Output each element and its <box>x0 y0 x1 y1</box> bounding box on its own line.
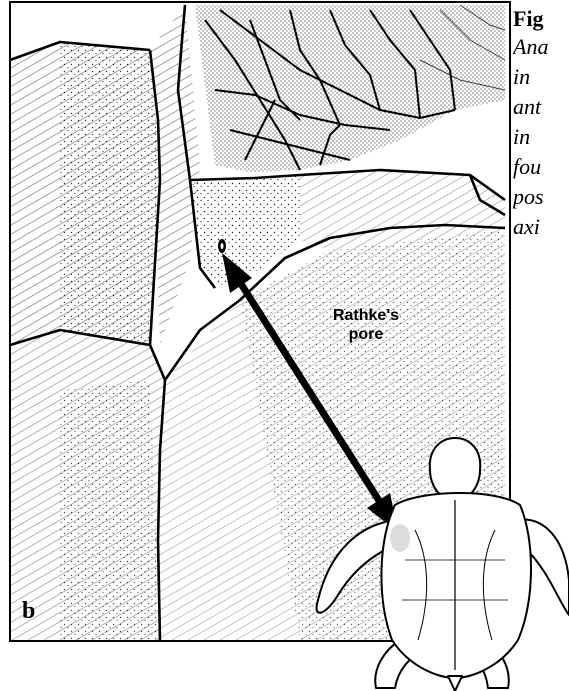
caption-title: Fig <box>513 6 569 32</box>
scute-left-lower-stipple <box>60 380 160 641</box>
label-line-1: Rathke's <box>318 306 414 325</box>
turtle-carapace <box>381 493 531 678</box>
figure-caption: Fig Ana in ant in fou pos axi <box>513 6 569 242</box>
panel-letter: b <box>22 598 35 625</box>
caption-line-1: Ana <box>513 32 569 62</box>
turtle-tail <box>448 676 462 691</box>
rathkes-pore-label: Rathke's pore <box>318 306 414 344</box>
pore-marker <box>218 239 226 253</box>
scute-left-upper-stipple <box>60 42 160 345</box>
caption-line-7: axi <box>513 212 569 242</box>
axillary-highlight <box>390 524 410 552</box>
caption-line-5: fou <box>513 152 569 182</box>
caption-line-4: in <box>513 122 569 152</box>
label-line-2: pore <box>318 325 414 344</box>
scute-center-column <box>150 5 200 345</box>
caption-line-3: ant <box>513 92 569 122</box>
turtle-head <box>430 438 480 496</box>
caption-line-6: pos <box>513 182 569 212</box>
caption-line-2: in <box>513 62 569 92</box>
skin-mesh <box>195 5 505 172</box>
